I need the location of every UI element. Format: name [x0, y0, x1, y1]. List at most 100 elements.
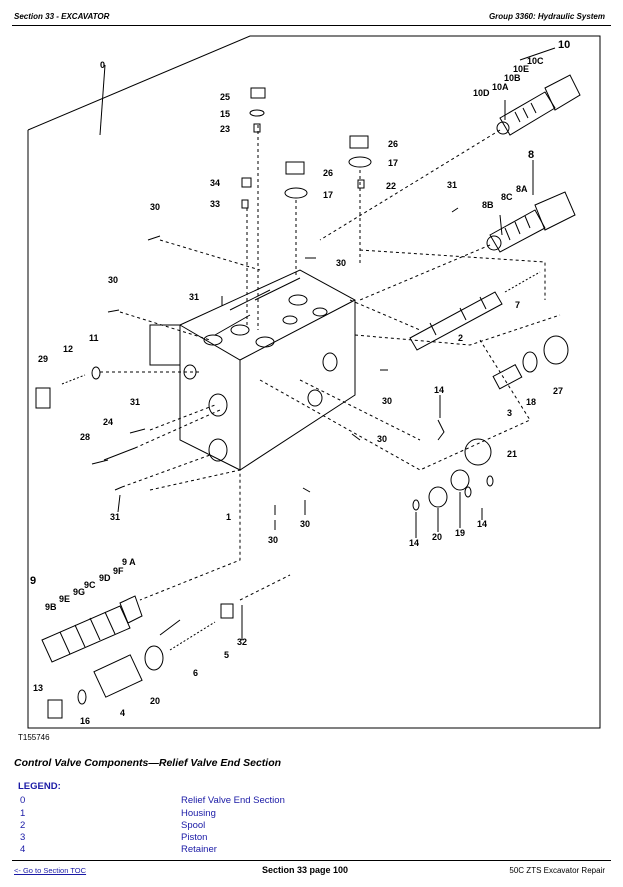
legend-number: 2	[20, 820, 26, 831]
callout-label: 20	[150, 696, 160, 706]
footer-divider	[12, 860, 611, 861]
callout-label: 0	[100, 60, 105, 70]
figure-caption: Control Valve Components—Relief Valve En…	[14, 757, 282, 769]
callout-label: 23	[220, 124, 230, 134]
cap-screws	[107, 207, 459, 515]
plug-22	[357, 179, 365, 189]
spring-7	[504, 271, 541, 293]
leaders-seals	[415, 395, 483, 538]
callout-label: 19	[455, 528, 465, 538]
callout-label: 33	[210, 199, 220, 209]
callout-label: 13	[33, 683, 43, 693]
plug-28	[91, 459, 109, 465]
plug-26a	[349, 135, 369, 149]
callout-label: 30	[382, 396, 392, 406]
callout-label: 21	[507, 449, 517, 459]
seal-14a	[412, 499, 420, 511]
callout-label: 9 A	[122, 557, 136, 567]
path-8	[359, 244, 491, 301]
plug-33	[241, 199, 249, 209]
callout-label: 30	[336, 258, 346, 268]
callout-label: 6	[193, 668, 198, 678]
oring-18	[522, 351, 538, 373]
callout-label: 9E	[59, 594, 70, 604]
header-divider	[12, 25, 611, 26]
spring-6	[169, 621, 216, 651]
callout-label: 12	[63, 344, 73, 354]
diagram-frame	[27, 35, 601, 729]
callout-label: 10D	[473, 88, 490, 98]
path-30a	[159, 239, 261, 271]
callout-label: 10A	[492, 82, 509, 92]
callout-label: 11	[89, 333, 99, 343]
relief-valve-9	[41, 595, 143, 663]
housing-outline	[179, 269, 356, 471]
callout-label: 8C	[501, 192, 513, 202]
callout-label: 9	[30, 575, 36, 587]
plug-13	[47, 699, 63, 719]
relief-valve-8	[486, 191, 576, 253]
oring-20	[428, 486, 448, 508]
path-3	[259, 339, 531, 471]
oring-19	[450, 469, 470, 491]
callout-label: 31	[130, 397, 140, 407]
callout-label: 30	[268, 535, 278, 545]
callout-label: 31	[189, 292, 199, 302]
legend-part-name: Housing	[181, 808, 216, 819]
callout-label: 30	[108, 275, 118, 285]
path-7	[359, 249, 546, 300]
path-14	[299, 379, 421, 441]
callout-label: 28	[80, 432, 90, 442]
callout-label: 8B	[482, 200, 494, 210]
callout-label: 10B	[504, 73, 521, 83]
callout-label: 10	[558, 39, 570, 51]
callout-label: 26	[323, 168, 333, 178]
housing-bore-1	[208, 393, 228, 417]
leader-0	[99, 64, 106, 136]
piston-3	[492, 364, 523, 390]
figure-id: T155746	[18, 733, 50, 742]
housing-bore-3	[322, 352, 338, 372]
callout-label: 8A	[516, 184, 528, 194]
oring-20b	[144, 645, 164, 671]
legend-number: 3	[20, 832, 26, 843]
relief-valve-10	[496, 74, 581, 136]
callout-label: 8	[528, 149, 534, 161]
path-10	[319, 129, 501, 241]
callout-label: 3	[507, 408, 512, 418]
callout-label: 30	[377, 434, 387, 444]
housing-port-3	[255, 336, 275, 348]
callout-label: 31	[110, 512, 120, 522]
path-31d	[121, 454, 211, 488]
callout-label: 14	[409, 538, 419, 548]
plug-23	[253, 123, 261, 133]
plug-27	[543, 335, 569, 365]
callout-label: 34	[210, 178, 220, 188]
oring-17a	[348, 156, 372, 168]
callout-label: 9F	[113, 566, 124, 576]
callout-label: 2	[458, 333, 463, 343]
housing-bore-4	[307, 389, 323, 407]
path-27	[354, 314, 561, 346]
callout-label: 9G	[73, 587, 85, 597]
seal-14d	[437, 419, 445, 441]
callout-label: 27	[553, 386, 563, 396]
callout-label: 15	[220, 109, 230, 119]
callout-label: 30	[150, 202, 160, 212]
legend-part-name: Relief Valve End Section	[181, 795, 285, 806]
path-32	[239, 574, 291, 601]
group-header: Group 3360: Hydraulic System	[488, 12, 605, 21]
plug-29	[35, 387, 51, 409]
housing-bore-2	[208, 438, 228, 462]
legend-part-name: Retainer	[181, 844, 217, 855]
page-indicator: Section 33 page 100	[262, 865, 349, 875]
legend-title: LEGEND:	[18, 781, 61, 792]
retainer-4	[93, 654, 143, 698]
callout-label: 7	[515, 300, 520, 310]
section-toc-link[interactable]: <- Go to Section TOC	[14, 866, 87, 875]
callout-label: 31	[447, 180, 457, 190]
housing-port-5	[282, 315, 298, 325]
callout-label: 30	[300, 519, 310, 529]
legend-number: 4	[20, 844, 26, 855]
cap-5	[220, 603, 234, 619]
